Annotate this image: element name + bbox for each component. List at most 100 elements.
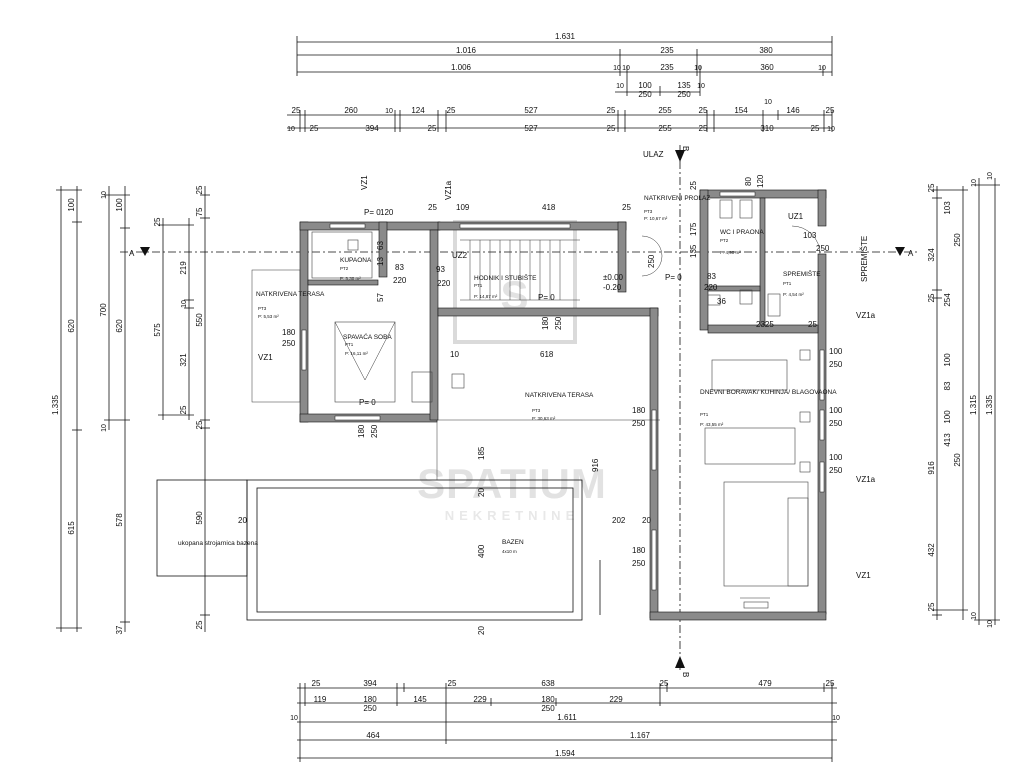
label-uz1: UZ1	[788, 212, 804, 221]
idim-10: 220	[704, 283, 718, 292]
room-terasa-left-area: P: 5,53 m²	[258, 314, 279, 319]
idim-18: 180	[357, 424, 366, 438]
room-wc-code: PT2	[720, 238, 729, 243]
misc-labels: ULAZ SPREMIŠTE VZ1 VZ1 VZ1a VZ1a UZ1 UZ2…	[258, 150, 876, 580]
idim-7: 93	[436, 265, 445, 274]
room-terasa-center-code: PT3	[532, 408, 541, 413]
dim-l-25e: 25	[195, 620, 204, 629]
idim-2: 109	[456, 203, 470, 212]
dim-l-321: 321	[179, 353, 188, 367]
dim-r6-1: 25	[310, 124, 319, 133]
dim-b3-1: 250	[541, 704, 555, 713]
section-a-right: A	[908, 249, 914, 258]
dim-top-1016: 1.016	[456, 46, 477, 55]
dim-b4-0: 10	[290, 715, 298, 722]
idim-42: 2325	[756, 320, 774, 329]
room-terasa-center-area: P: 30,63 m²	[532, 416, 556, 421]
idim-30: 400	[477, 544, 486, 558]
dim-r5-1: 260	[344, 106, 358, 115]
level-p0-a: P= 0	[364, 208, 381, 217]
dim-top-100: 100	[638, 81, 652, 90]
idim-33: 250	[632, 419, 646, 428]
dim-r-413: 413	[943, 433, 952, 447]
idim-46: 250	[647, 254, 656, 268]
dim-r-324: 324	[927, 248, 936, 262]
room-labels: KUPAONA PT2 P: 5,30 m² SPAVAĆA SOBA PT1 …	[178, 195, 837, 554]
room-spremiste-name: SPREMIŠTE	[783, 269, 821, 278]
idim-43: 25	[808, 320, 817, 329]
room-strojarnica-name: ukopana strojarnica bazena	[178, 540, 258, 547]
idim-19: 250	[370, 424, 379, 438]
room-terasa-center-name: NATKRIVENA TERASA	[525, 392, 594, 399]
dim-top-10e: 10	[616, 83, 624, 90]
dim-b1-2: 25	[448, 679, 457, 688]
dim-top-10b: 10	[622, 65, 630, 72]
dim-l-1335: 1.335	[51, 394, 60, 415]
idim-6: 220	[393, 276, 407, 285]
dim-r-103: 103	[943, 201, 952, 215]
left-dimensions: 1.335 100 620 615 10 700 10 100 620 578 …	[51, 185, 210, 634]
dim-r5-9: 154	[734, 106, 748, 115]
dim-r-432: 432	[927, 543, 936, 557]
idim-20: 180	[541, 316, 550, 330]
dim-r-100a: 100	[943, 353, 952, 367]
dim-l-578: 578	[115, 513, 124, 527]
dim-r-254: 254	[943, 293, 952, 307]
dim-l-25b: 25	[179, 405, 188, 414]
room-wc-name: WC I PRAONA	[720, 229, 764, 236]
dim-b2-0: 119	[314, 695, 327, 704]
idim-34: 180	[632, 546, 646, 555]
bottom-dimensions: 25 394 25 638 25 479 25 119 180 145 229 …	[290, 679, 840, 762]
dim-b2-3: 229	[473, 695, 487, 704]
dim-l-10b: 10	[101, 424, 108, 432]
dim-top-10d: 10	[818, 65, 826, 72]
dim-b3-0: 250	[363, 704, 377, 713]
room-terasa-left-code: PT3	[258, 306, 267, 311]
dim-b2-2: 145	[413, 695, 427, 704]
level-minus: -0.20	[603, 283, 622, 292]
dim-r5-2: 10	[385, 108, 393, 115]
label-vz1a-top: VZ1a	[856, 311, 876, 320]
sofa-icon	[723, 481, 809, 587]
dim-b5-1: 1.167	[630, 731, 651, 740]
furniture	[311, 199, 821, 609]
dim-r-1335: 1.335	[985, 394, 994, 415]
label-vz1a-vertical: VZ1a	[444, 180, 453, 200]
dim-r6-3: 25	[428, 124, 437, 133]
dim-b2-5: 229	[609, 695, 623, 704]
idim-14: 103	[803, 231, 817, 240]
room-prolaz-code: PT3	[644, 209, 653, 214]
idim-22: 10	[450, 350, 459, 359]
room-prolaz-name: NATKRIVENI PROLAZ	[644, 195, 710, 202]
dim-r5-3: 124	[411, 106, 425, 115]
idim-26: 916	[591, 458, 600, 472]
dim-l-25c: 25	[195, 185, 204, 194]
dim-r-25b: 25	[927, 293, 936, 302]
dim-l-590: 590	[195, 511, 204, 525]
idim-25: 20	[477, 488, 486, 497]
pool-area	[156, 269, 660, 621]
dim-l-615: 615	[67, 521, 76, 535]
dim-r6-5: 25	[607, 124, 616, 133]
level-p0-d: P= 0	[665, 273, 682, 282]
dim-r6-8: 310	[760, 124, 774, 133]
label-vz1-vertical: VZ1	[360, 175, 369, 190]
room-spavaca-area: P: 16,11 m²	[345, 351, 368, 356]
room-dnevni-code: PT1	[700, 412, 709, 417]
idim-38: 100	[829, 406, 843, 415]
dim-top-235: 235	[660, 46, 674, 55]
idim-49: 13	[376, 257, 385, 266]
idim-47: 25	[689, 181, 698, 190]
dim-l-10c: 10	[181, 300, 188, 308]
dim-top-10c: 10	[694, 65, 702, 72]
idim-15: 250	[816, 244, 830, 253]
idim-4: 25	[622, 203, 631, 212]
idim-11: 80	[744, 177, 753, 186]
dim-r-10a: 10	[971, 179, 978, 187]
idim-27: 20	[238, 516, 247, 525]
dim-l-25d: 25	[195, 420, 204, 429]
level-p0-b: P= 0	[538, 293, 555, 302]
watermark-sub: NEKRETNINE	[445, 508, 580, 523]
dim-top-250a: 250	[638, 90, 652, 99]
